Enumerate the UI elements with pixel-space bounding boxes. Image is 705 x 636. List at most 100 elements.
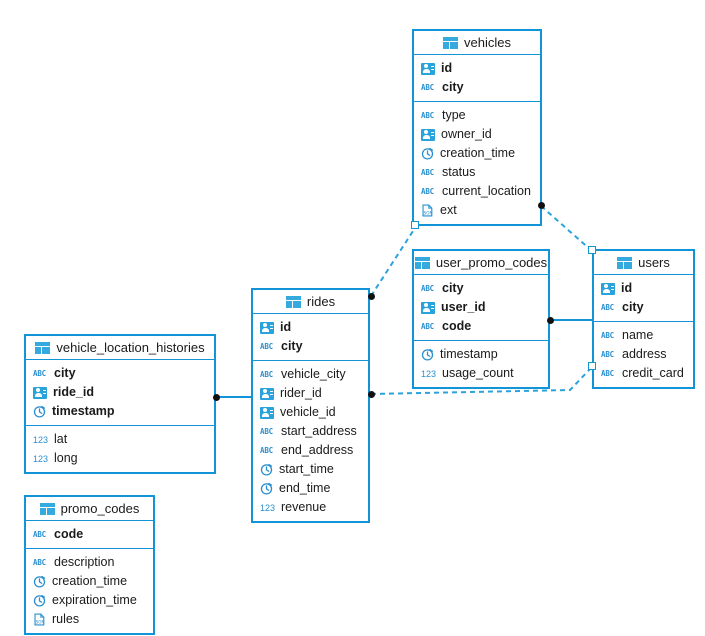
column-status[interactable]: ABC status bbox=[414, 163, 540, 182]
column-vehicle_id[interactable]: vehicle_id bbox=[253, 403, 368, 422]
primary-key-column-timestamp[interactable]: timestamp bbox=[26, 402, 214, 421]
string-type-icon: ABC bbox=[33, 529, 46, 539]
table-icon bbox=[39, 502, 55, 515]
string-type-icon: ABC bbox=[260, 426, 273, 436]
string-type-icon: ABC bbox=[601, 330, 614, 340]
table-header-vehicle_location_histories[interactable]: vehicle_location_histories bbox=[26, 336, 214, 360]
table-icon bbox=[35, 341, 51, 354]
column-label: code bbox=[54, 527, 84, 541]
column-end_time[interactable]: end_time bbox=[253, 479, 368, 498]
svg-text:JSON: JSON bbox=[33, 620, 44, 625]
column-label: start_address bbox=[281, 424, 357, 438]
column-start_address[interactable]: ABC start_address bbox=[253, 422, 368, 441]
primary-key-column-id[interactable]: id bbox=[594, 279, 693, 298]
string-type-icon: ABC bbox=[421, 283, 434, 293]
column-rules[interactable]: JSON rules bbox=[26, 610, 153, 629]
column-long[interactable]: 123 long bbox=[26, 449, 214, 468]
primary-key-column-user_id[interactable]: user_id bbox=[414, 298, 548, 317]
column-label: long bbox=[54, 451, 78, 465]
column-label: revenue bbox=[281, 500, 327, 514]
primary-key-icon bbox=[421, 301, 435, 314]
column-label: status bbox=[442, 165, 476, 179]
string-type-icon: ABC bbox=[260, 341, 273, 351]
table-title: rides bbox=[306, 294, 336, 309]
column-owner_id[interactable]: owner_id bbox=[414, 125, 540, 144]
column-revenue[interactable]: 123 revenue bbox=[253, 498, 368, 517]
string-type-icon: ABC bbox=[260, 369, 273, 379]
string-type-icon: ABC bbox=[421, 167, 434, 177]
link-endpoint-square bbox=[588, 362, 596, 370]
primary-key-icon bbox=[260, 406, 274, 419]
timestamp-type-icon bbox=[33, 405, 46, 418]
table-icon bbox=[617, 256, 633, 269]
column-end_address[interactable]: ABC end_address bbox=[253, 441, 368, 460]
string-type-icon: ABC bbox=[601, 302, 614, 312]
column-label: id bbox=[441, 61, 453, 75]
column-label: creation_time bbox=[52, 574, 128, 588]
number-type-icon: 123 bbox=[260, 502, 276, 513]
link-endpoint-dot bbox=[547, 316, 554, 324]
table-icon bbox=[285, 295, 301, 308]
column-label: vehicle_city bbox=[281, 367, 346, 381]
svg-text:JSON: JSON bbox=[421, 211, 432, 216]
primary-key-column-id[interactable]: id bbox=[253, 318, 368, 337]
timestamp-type-icon bbox=[33, 575, 46, 588]
column-label: lat bbox=[54, 432, 68, 446]
timestamp-type-icon bbox=[33, 594, 46, 607]
table-header-rides[interactable]: rides bbox=[253, 290, 368, 314]
column-start_time[interactable]: start_time bbox=[253, 460, 368, 479]
column-label: timestamp bbox=[440, 347, 498, 361]
table-header-users[interactable]: users bbox=[594, 251, 693, 275]
table-header-vehicles[interactable]: vehicles bbox=[414, 31, 540, 55]
number-type-icon: 123 bbox=[33, 453, 49, 464]
table-header-promo_codes[interactable]: promo_codes bbox=[26, 497, 153, 521]
table-title: user_promo_codes bbox=[435, 255, 548, 270]
table-header-user_promo_codes[interactable]: user_promo_codes bbox=[414, 251, 548, 275]
column-label: rules bbox=[52, 612, 80, 626]
column-vehicle_city[interactable]: ABC vehicle_city bbox=[253, 365, 368, 384]
string-type-icon: ABC bbox=[260, 445, 273, 455]
column-label: end_time bbox=[279, 481, 331, 495]
link-endpoint-dot bbox=[537, 202, 545, 209]
column-timestamp[interactable]: timestamp bbox=[414, 345, 548, 364]
primary-key-column-id[interactable]: id bbox=[414, 59, 540, 78]
string-type-icon: ABC bbox=[601, 349, 614, 359]
timestamp-type-icon bbox=[260, 463, 273, 476]
column-label: end_address bbox=[281, 443, 354, 457]
primary-key-column-ride_id[interactable]: ride_id bbox=[26, 383, 214, 402]
timestamp-type-icon bbox=[421, 147, 434, 160]
primary-key-icon bbox=[260, 321, 274, 334]
column-creation_time[interactable]: creation_time bbox=[414, 144, 540, 163]
column-rider_id[interactable]: rider_id bbox=[253, 384, 368, 403]
table-icon bbox=[443, 36, 459, 49]
column-creation_time[interactable]: creation_time bbox=[26, 572, 153, 591]
column-expiration_time[interactable]: expiration_time bbox=[26, 591, 153, 610]
primary-key-column-code[interactable]: ABC code bbox=[26, 525, 153, 544]
